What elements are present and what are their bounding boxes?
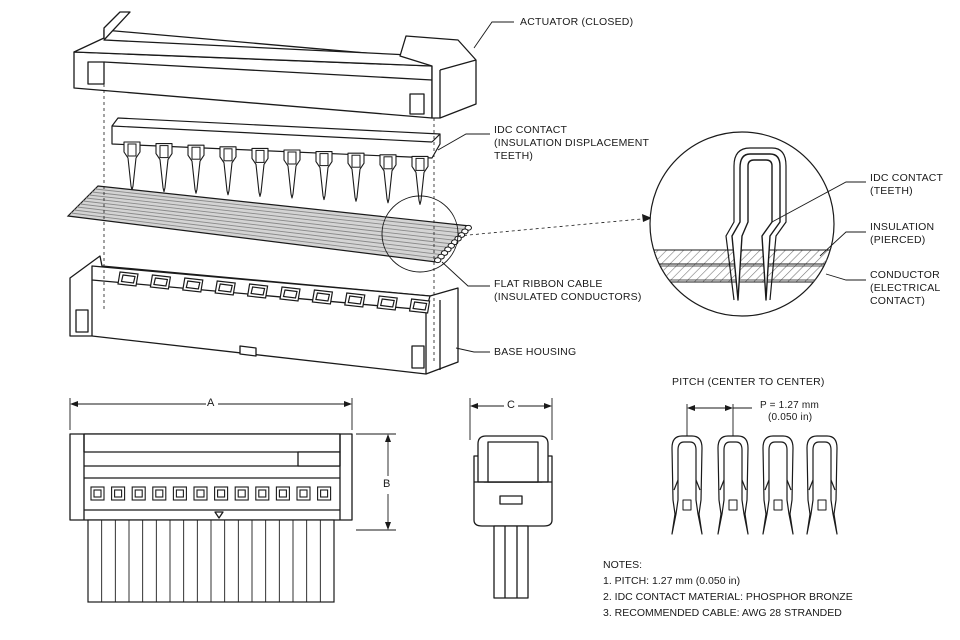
idc-tooth	[219, 146, 237, 196]
idc-tooth	[123, 141, 141, 191]
idc-tooth	[379, 154, 397, 204]
callout-base-housing: BASE HOUSING	[494, 346, 577, 358]
ribbon-conductor-end	[434, 257, 442, 264]
pitch-dimension	[686, 404, 752, 436]
dimension-c: C	[507, 399, 515, 411]
idc-tooth	[187, 144, 205, 194]
notes-title: NOTES:	[603, 559, 643, 571]
side-view	[473, 435, 553, 599]
ribbon-cable	[66, 185, 472, 273]
dimension-b: B	[383, 478, 391, 490]
pitch-contact	[806, 435, 838, 535]
detail-circle	[649, 131, 835, 317]
dimension-a: A	[207, 397, 215, 409]
dimension-lines	[69, 398, 553, 531]
callout-actuator: ACTUATOR (CLOSED)	[520, 16, 634, 28]
pitch-contact	[671, 435, 703, 535]
pitch-contact	[717, 435, 749, 535]
detail-arrowhead	[642, 214, 652, 222]
note-item: 3. RECOMMENDED CABLE: AWG 28 STRANDED	[603, 607, 842, 619]
idc-tooth	[283, 149, 301, 199]
callout-detail-insulation: INSULATION (PIERCED)	[870, 221, 935, 246]
idc-teeth-row	[123, 141, 429, 205]
idc-contact-strip	[111, 117, 441, 159]
base-cavities	[117, 271, 431, 314]
pitch-contacts	[671, 435, 838, 535]
callout-detail-conductor: CONDUCTOR (ELECTRICAL CONTACT)	[870, 269, 941, 307]
notes-block: NOTES: 1. PITCH: 1.27 mm (0.050 in) 2. I…	[603, 557, 853, 621]
callout-idc-contact: IDC CONTACT (INSULATION DISPLACEMENT TEE…	[494, 124, 650, 162]
note-item: 2. IDC CONTACT MATERIAL: PHOSPHOR BRONZE	[603, 591, 853, 603]
front-windows	[90, 486, 332, 501]
dimension-arrows	[70, 401, 552, 530]
detail-leaders	[771, 181, 866, 281]
pitch-arrows	[687, 405, 733, 411]
idc-tooth	[251, 147, 269, 197]
callout-leaders	[437, 21, 514, 353]
note-item: 1. PITCH: 1.27 mm (0.050 in)	[603, 575, 741, 587]
idc-tooth	[155, 143, 173, 193]
pitch-title: PITCH (CENTER TO CENTER)	[672, 376, 825, 388]
idc-tooth	[315, 151, 333, 201]
callout-ribbon-cable: FLAT RIBBON CABLE (INSULATED CONDUCTORS)	[494, 278, 642, 303]
front-ribbon	[87, 519, 335, 603]
pitch-contact	[762, 435, 794, 535]
alignment-lines	[103, 84, 653, 364]
front-view	[69, 433, 353, 521]
callout-detail-contact: IDC CONTACT (TEETH)	[870, 172, 944, 197]
pitch-value: P = 1.27 mm (0.050 in)	[760, 400, 819, 423]
idc-tooth	[411, 155, 429, 205]
idc-tooth	[347, 152, 365, 202]
actuator-part	[73, 11, 477, 119]
